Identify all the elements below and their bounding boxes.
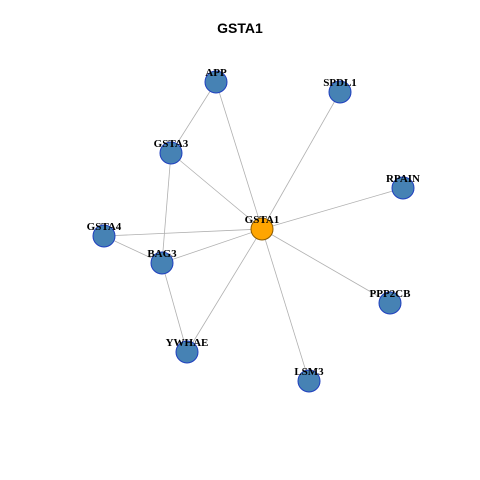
edge-gsta1-ywhae [186,228,263,353]
edge-gsta1-ppp2cb [261,228,391,304]
node-circle-app [204,70,228,94]
node-circle-lsm3 [297,369,321,393]
node-circle-gsta3 [159,141,183,165]
node-label-spdl1: SPDL1 [323,77,357,89]
node-gsta3: GSTA3 [154,138,189,165]
node-circle-rpain [391,176,415,200]
edge-gsta3-bag3 [161,152,172,264]
edge-gsta1-app [215,81,263,230]
edge-gsta1-lsm3 [261,228,310,382]
node-label-ywhae: YWHAE [166,337,209,349]
edge-gsta1-gsta3 [170,152,263,230]
node-ywhae: YWHAE [166,337,209,364]
node-ppp2cb: PPP2CB [370,288,412,315]
edge-gsta1-spdl1 [261,91,341,230]
edge-gsta1-gsta4 [103,228,263,237]
node-app: APP [204,67,228,94]
node-circle-ywhae [175,340,199,364]
node-circle-gsta4 [92,224,116,248]
graph-title: GSTA1 [217,20,263,36]
node-circle-spdl1 [328,80,352,104]
node-label-gsta3: GSTA3 [154,138,189,150]
node-circle-gsta1 [250,217,274,241]
node-label-gsta4: GSTA4 [87,221,122,233]
node-label-ppp2cb: PPP2CB [370,288,412,300]
node-circle-ppp2cb [378,291,402,315]
edge-bag3-ywhae [161,262,188,353]
node-circle-bag3 [150,251,174,275]
node-spdl1: SPDL1 [323,77,357,104]
node-gsta1: GSTA1 [245,214,280,241]
node-label-app: APP [205,67,227,79]
node-label-rpain: RPAIN [386,173,420,185]
node-label-gsta1: GSTA1 [245,214,280,226]
node-label-lsm3: LSM3 [294,366,324,378]
node-label-bag3: BAG3 [147,248,177,260]
node-lsm3: LSM3 [294,366,324,393]
edge-app-gsta3 [170,81,217,154]
edge-gsta1-bag3 [161,228,263,264]
edge-gsta1-rpain [261,187,404,230]
node-rpain: RPAIN [386,173,420,200]
node-gsta4: GSTA4 [87,221,122,248]
node-bag3: BAG3 [147,248,177,275]
